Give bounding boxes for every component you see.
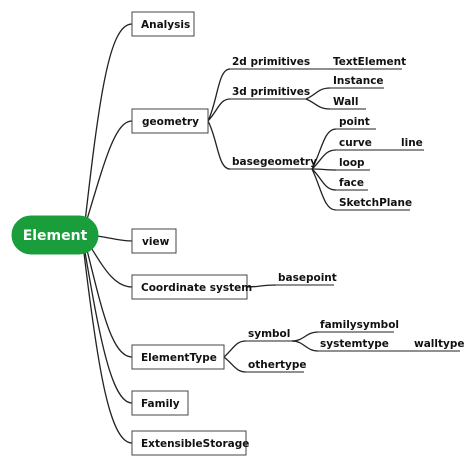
edge-loop	[311, 168, 337, 171]
branch-coordinate-system[interactable]: Coordinate system	[131, 274, 252, 300]
node-instance[interactable]: Instance	[333, 75, 384, 87]
branch-extensible-storage-label: ExtensibleStorage	[141, 438, 249, 450]
branch-element-type-label: ElementType	[141, 352, 217, 364]
branch-family-label: Family	[141, 398, 180, 410]
branch-element-type-box	[131, 344, 225, 370]
root-node-label: Element	[23, 228, 88, 244]
branch-view[interactable]: view	[131, 228, 177, 254]
edge-curve	[311, 149, 337, 170]
node-basepoint[interactable]: basepoint	[278, 272, 337, 284]
element-type-edges	[223, 331, 460, 373]
node-symbol[interactable]: symbol	[248, 328, 290, 340]
branch-extensible-storage[interactable]: ExtensibleStorage	[131, 430, 249, 456]
edge-basepoint	[246, 284, 277, 288]
branch-analysis[interactable]: Analysis	[131, 11, 195, 37]
branch-element-type[interactable]: ElementType	[131, 344, 225, 370]
edge-instance	[305, 87, 331, 100]
branch-family-box	[131, 390, 189, 416]
node-sketchplane[interactable]: SketchPlane	[339, 197, 412, 209]
edge-wall	[305, 98, 331, 110]
node-othertype[interactable]: othertype	[248, 359, 307, 371]
geometry-edges	[207, 68, 424, 211]
edge-coordinate-system	[89, 245, 133, 288]
branch-geometry-box	[131, 108, 209, 134]
edge-family	[84, 251, 133, 404]
node-familysymbol[interactable]: familysymbol	[320, 319, 399, 331]
edge-systemtype	[291, 340, 319, 352]
edge-element-type	[86, 249, 133, 358]
branch-analysis-box	[131, 11, 195, 37]
edge-analysis	[84, 23, 133, 223]
node-3d-primitives[interactable]: 3d primitives	[232, 86, 310, 98]
edge-symbol	[223, 340, 247, 358]
branch-geometry-label: geometry	[142, 116, 199, 128]
edge-view	[96, 235, 133, 242]
edge-othertype	[223, 356, 247, 373]
edge-point	[311, 128, 337, 170]
edge-sketchplane	[311, 168, 337, 211]
edge-3d-primitives	[207, 98, 231, 122]
root-node-box	[11, 215, 99, 255]
coordinate-edges	[246, 284, 334, 288]
node-walltype[interactable]: walltype	[414, 338, 465, 350]
node-wall[interactable]: Wall	[333, 96, 359, 108]
branch-family[interactable]: Family	[131, 390, 189, 416]
edge-familysymbol	[291, 331, 319, 342]
root-node[interactable]: Element	[11, 215, 99, 255]
edge-face	[311, 168, 337, 191]
node-text-element[interactable]: TextElement	[333, 56, 406, 68]
edge-2d-primitives	[207, 68, 231, 122]
edge-basegeometry	[207, 120, 231, 170]
node-loop[interactable]: loop	[339, 157, 365, 169]
node-point[interactable]: point	[339, 116, 370, 128]
branch-view-box	[131, 228, 177, 254]
branch-geometry[interactable]: geometry	[131, 108, 209, 134]
element-type-labels: symbol familysymbol systemtype walltype …	[248, 319, 465, 371]
edge-extensible-storage	[83, 252, 133, 444]
node-line[interactable]: line	[401, 137, 423, 149]
node-systemtype[interactable]: systemtype	[320, 338, 389, 350]
edge-geometry	[84, 120, 133, 227]
branch-coordinate-system-label: Coordinate system	[141, 282, 252, 294]
branch-coordinate-system-box	[131, 274, 248, 300]
root-edges	[83, 23, 133, 444]
node-curve[interactable]: curve	[339, 137, 372, 149]
node-2d-primitives[interactable]: 2d primitives	[232, 56, 310, 68]
coordinate-labels: basepoint	[278, 272, 337, 284]
branch-analysis-label: Analysis	[141, 19, 190, 31]
branch-extensible-storage-box	[131, 430, 247, 456]
node-basegeometry[interactable]: basegeometry	[232, 156, 317, 168]
branch-view-label: view	[142, 236, 170, 248]
node-face[interactable]: face	[339, 177, 364, 189]
geometry-labels: 2d primitives TextElement 3d primitives …	[232, 56, 423, 209]
